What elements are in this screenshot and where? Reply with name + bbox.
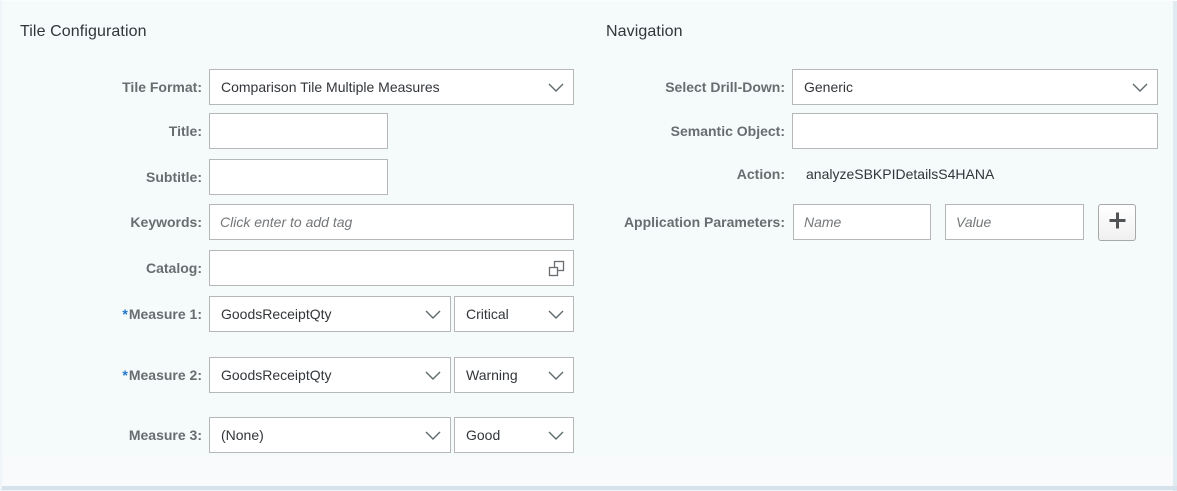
- tile-format-value: Comparison Tile Multiple Measures: [221, 79, 440, 95]
- measure1-value: GoodsReceiptQty: [221, 306, 332, 322]
- action-value: analyzeSBKPIDetailsS4HANA: [806, 166, 995, 182]
- right-edge-divider: [1173, 1, 1177, 491]
- footer-strip: [4, 457, 1175, 487]
- measure3-select[interactable]: (None): [209, 417, 451, 453]
- value-help-icon[interactable]: [548, 260, 565, 277]
- action-label: Action:: [736, 166, 785, 182]
- drill-down-value: Generic: [804, 79, 854, 95]
- measure2-label: *Measure 2:: [122, 367, 202, 383]
- catalog-row: Catalog:: [2, 250, 574, 286]
- application-parameters-row: Application Parameters:: [562, 204, 1162, 241]
- measure1-row: *Measure 1: GoodsReceiptQty Critical: [2, 296, 574, 332]
- keywords-row: Keywords:: [2, 204, 574, 240]
- param-value-input[interactable]: [945, 204, 1084, 240]
- measure3-semantic-value: Good: [466, 427, 501, 443]
- action-row: Action: analyzeSBKPIDetailsS4HANA: [562, 156, 1158, 192]
- tile-format-row: Tile Format: Comparison Tile Multiple Me…: [2, 69, 574, 105]
- tile-format-select[interactable]: Comparison Tile Multiple Measures: [209, 69, 574, 105]
- measure2-row: *Measure 2: GoodsReceiptQty Warning: [2, 357, 574, 393]
- catalog-label: Catalog:: [146, 260, 202, 276]
- chevron-down-icon: [425, 431, 441, 440]
- chevron-down-icon: [548, 83, 564, 92]
- navigation-heading: Navigation: [606, 23, 683, 40]
- param-name-input[interactable]: [793, 204, 931, 240]
- title-row: Title:: [2, 113, 574, 149]
- measure3-semantic-select[interactable]: Good: [454, 417, 574, 453]
- chevron-down-icon: [425, 310, 441, 319]
- measure1-semantic-select[interactable]: Critical: [454, 296, 574, 332]
- drill-down-row: Select Drill-Down: Generic: [562, 69, 1158, 105]
- chevron-down-icon: [1132, 83, 1148, 92]
- bottom-edge-divider: [2, 486, 1177, 490]
- measure1-semantic-value: Critical: [466, 306, 509, 322]
- subtitle-input[interactable]: [209, 159, 388, 195]
- measure3-row: Measure 3: (None) Good: [2, 417, 574, 453]
- title-input[interactable]: [209, 113, 388, 149]
- required-asterisk: *: [122, 306, 128, 322]
- chevron-down-icon: [548, 310, 564, 319]
- subtitle-row: Subtitle:: [2, 159, 574, 195]
- catalog-field: [209, 250, 574, 286]
- tile-configuration-heading: Tile Configuration: [20, 23, 147, 40]
- chevron-down-icon: [425, 371, 441, 380]
- application-parameters-label: Application Parameters:: [623, 214, 785, 230]
- plus-icon: [1108, 211, 1127, 235]
- measure3-value: (None): [221, 427, 264, 443]
- keywords-input[interactable]: [209, 204, 574, 240]
- measure1-label: *Measure 1:: [122, 306, 202, 322]
- drill-down-select[interactable]: Generic: [792, 69, 1158, 105]
- measure2-semantic-value: Warning: [466, 367, 518, 383]
- catalog-input[interactable]: [220, 252, 548, 284]
- subtitle-label: Subtitle:: [146, 169, 202, 185]
- semantic-object-input[interactable]: [792, 113, 1158, 149]
- semantic-object-label: Semantic Object:: [670, 123, 785, 139]
- semantic-object-row: Semantic Object:: [562, 113, 1158, 149]
- required-asterisk: *: [122, 367, 128, 383]
- measure3-label: Measure 3:: [128, 427, 202, 443]
- drill-down-label: Select Drill-Down:: [665, 79, 785, 95]
- tile-format-label: Tile Format:: [122, 79, 202, 95]
- title-label: Title:: [168, 123, 202, 139]
- add-parameter-button[interactable]: [1098, 204, 1136, 241]
- keywords-label: Keywords:: [130, 214, 202, 230]
- measure2-semantic-select[interactable]: Warning: [454, 357, 574, 393]
- chevron-down-icon: [548, 371, 564, 380]
- measure2-select[interactable]: GoodsReceiptQty: [209, 357, 451, 393]
- measure1-select[interactable]: GoodsReceiptQty: [209, 296, 451, 332]
- chevron-down-icon: [548, 431, 564, 440]
- measure2-value: GoodsReceiptQty: [221, 367, 332, 383]
